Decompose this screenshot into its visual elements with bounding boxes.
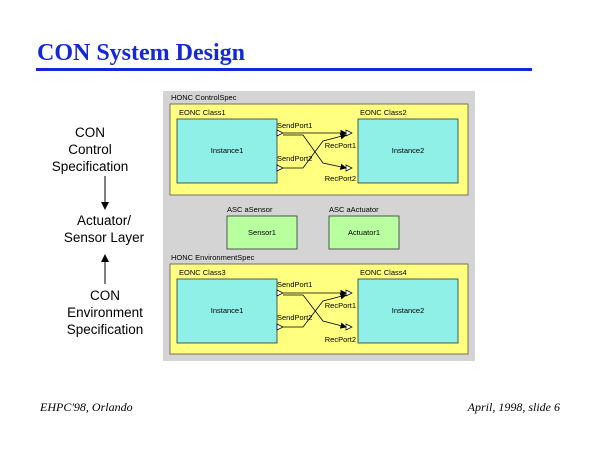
actuator-label-line2: Sensor Layer — [63, 230, 145, 245]
env-instance-right-label: Instance2 — [392, 306, 425, 315]
environment-spec-label: CON Environment Specification — [50, 287, 160, 338]
slide-title: CON System Design — [37, 40, 245, 66]
control-class-left-label: EONC Class1 — [179, 108, 226, 117]
actuator1-label: Actuator1 — [348, 228, 380, 237]
env-class-left-label: EONC Class3 — [179, 268, 226, 277]
sensor1-label: Sensor1 — [248, 228, 276, 237]
asc-sensor-box — [226, 215, 298, 250]
control-send-port1-icon — [276, 129, 284, 137]
system-diagram: HONC ControlSpec EONC Class1 EONC Class2… — [163, 91, 475, 361]
environment-label-line2: Environment — [67, 305, 143, 320]
side-arrows — [101, 176, 109, 284]
asc-sensor-title: ASC aSensor — [227, 205, 273, 214]
env-rec-port1-label: RecPort1 — [325, 301, 356, 310]
control-send-port2-label: SendPort2 — [277, 154, 312, 163]
asc-actuator-title: ASC aActuator — [329, 205, 379, 214]
environment-label-line3: Specification — [66, 322, 144, 337]
control-spec-title: HONC ControlSpec — [171, 93, 237, 102]
arrow-up-icon — [101, 254, 109, 284]
env-instance-left-label: Instance1 — [211, 306, 244, 315]
control-instance-left — [176, 118, 278, 184]
env-link2 — [283, 293, 347, 328]
footer-right: April, 1998, slide 6 — [467, 400, 560, 414]
environment-label-line1: CON — [90, 288, 120, 303]
control-class-right-label: EONC Class2 — [360, 108, 407, 117]
control-link3 — [283, 134, 347, 170]
actuator-label-line1: Actuator/ — [76, 213, 132, 228]
env-instance-left — [176, 278, 278, 344]
control-instance-right — [357, 118, 459, 184]
env-class-right-label: EONC Class4 — [360, 268, 407, 277]
control-send-port1-label: SendPort1 — [277, 121, 312, 130]
env-send-port2-icon — [276, 323, 284, 331]
control-label-line1: CON — [75, 125, 105, 140]
control-instance-left-label: Instance1 — [211, 146, 244, 155]
arrow-down-icon — [101, 176, 109, 210]
env-instance-right — [357, 278, 459, 344]
environment-spec-title: HONC EnvironmentSpec — [171, 253, 255, 262]
control-instance-right-label: Instance2 — [392, 146, 425, 155]
control-label-line2: Control — [68, 142, 112, 157]
control-rec-port1-label: RecPort1 — [325, 141, 356, 150]
env-send-port1-icon — [276, 289, 284, 297]
env-send-port1-label: SendPort1 — [277, 280, 312, 289]
title-underline — [36, 68, 532, 71]
control-send-port2-icon — [276, 164, 284, 172]
env-send-port2-label: SendPort2 — [277, 313, 312, 322]
footer-left: EHPC'98, Orlando — [40, 400, 133, 414]
control-label-line3: Specification — [51, 159, 129, 174]
asc-actuator-box — [328, 215, 400, 250]
env-link3 — [283, 294, 347, 329]
env-rec-port2-label: RecPort2 — [325, 335, 356, 344]
actuator-sensor-label: Actuator/ Sensor Layer — [49, 212, 159, 246]
control-link2 — [283, 133, 347, 169]
control-rec-port2-label: RecPort2 — [325, 174, 356, 183]
control-spec-label: CON Control Specification — [35, 124, 145, 175]
